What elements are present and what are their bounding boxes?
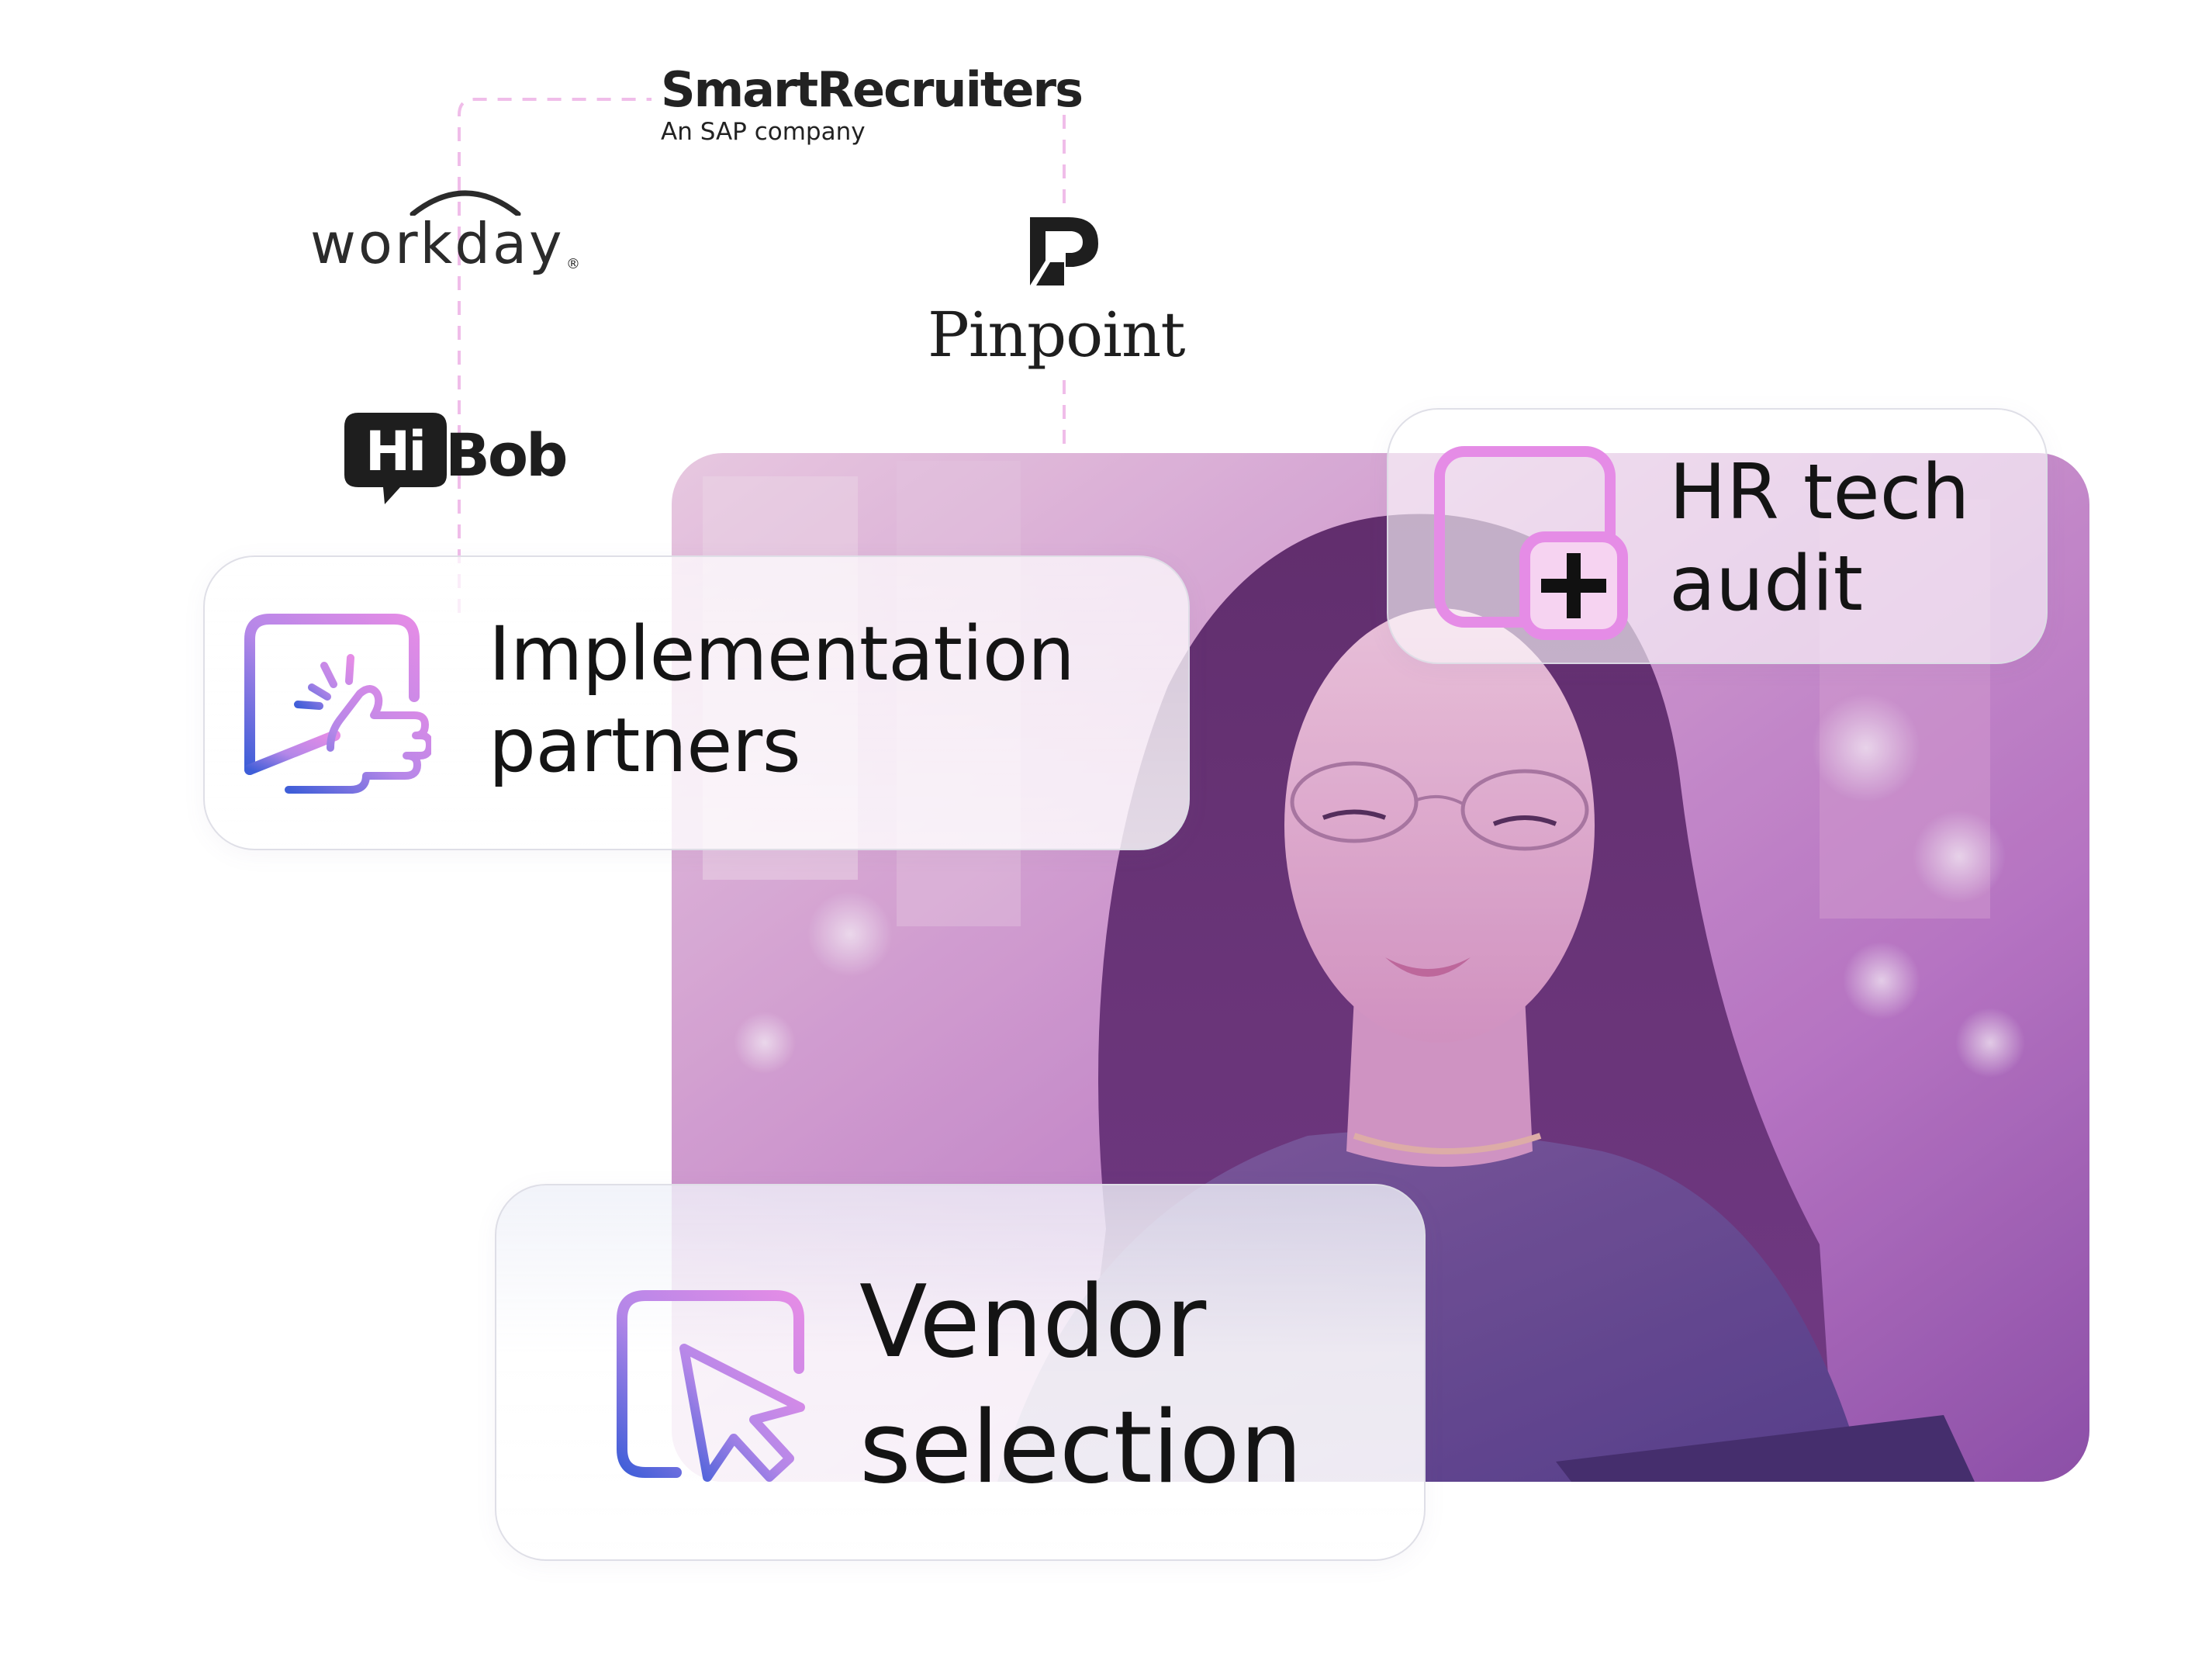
pinpoint-wordmark: Pinpoint <box>928 299 1186 371</box>
pinpoint-logo: Pinpoint <box>928 214 1191 377</box>
workday-registered-mark: ® <box>566 256 580 272</box>
hibob-logo: Hi Bob <box>341 410 589 510</box>
workday-logo: workday ® <box>310 185 589 301</box>
vendor-selection-label: Vendor selection <box>859 1265 1302 1506</box>
smartrecruiters-logo: SmartRecruiters An SAP company <box>661 61 1095 147</box>
handshake-chat-icon <box>244 614 431 794</box>
hibob-speech-bubble-icon <box>344 413 447 504</box>
cursor-select-icon <box>617 1290 805 1482</box>
hr-tech-audit-card[interactable]: HR tech audit <box>1387 408 2048 664</box>
vendor-selection-card[interactable]: Vendor selection <box>495 1184 1426 1561</box>
smartrecruiters-name: SmartRecruiters <box>661 61 1084 118</box>
smartrecruiters-tagline: An SAP company <box>661 118 866 146</box>
hibob-bob-text: Bob <box>445 420 569 490</box>
pinpoint-mark-icon <box>1030 217 1098 285</box>
implementation-partners-label: Implementation partners <box>489 611 1075 789</box>
workday-wordmark: workday <box>310 211 565 276</box>
hr-tech-audit-label: HR tech audit <box>1669 448 1970 628</box>
add-square-icon <box>1434 446 1628 640</box>
hibob-hi-text: Hi <box>365 420 427 483</box>
workday-arc-icon <box>410 190 521 216</box>
implementation-partners-card[interactable]: Implementation partners <box>203 555 1190 850</box>
